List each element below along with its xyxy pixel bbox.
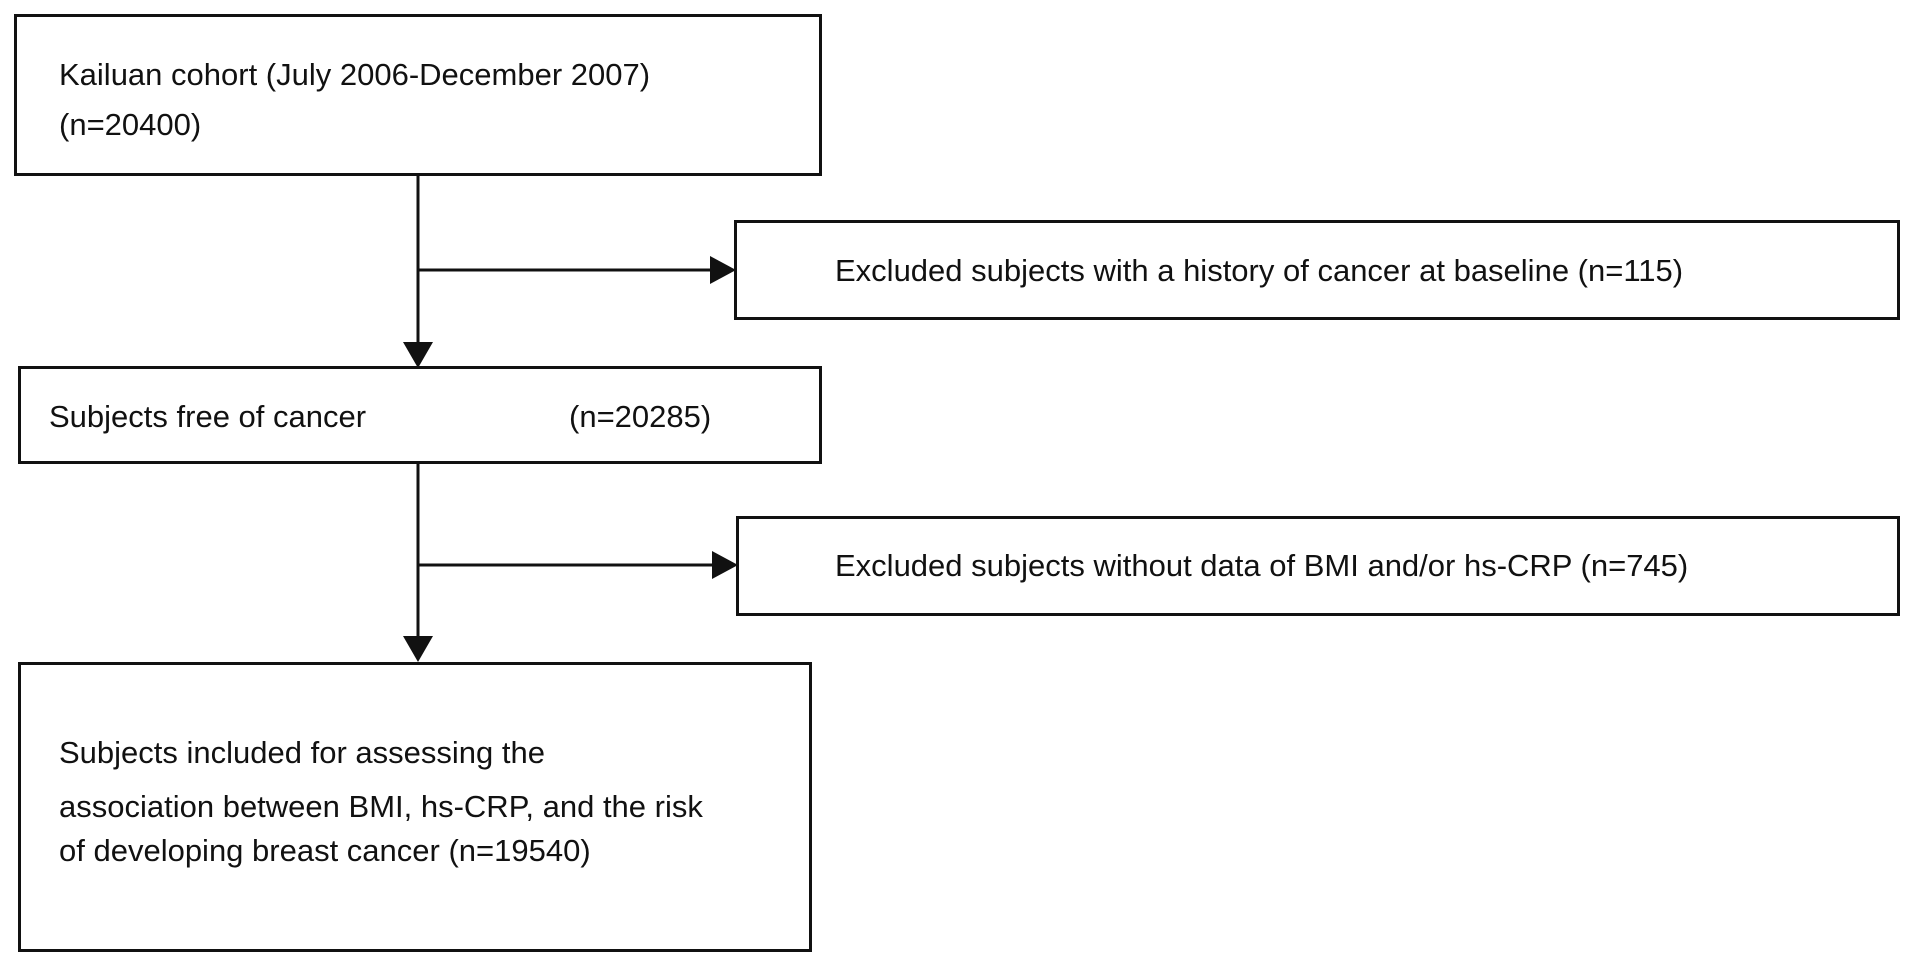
included-subjects-box: Subjects included for assessing the asso… <box>18 662 812 952</box>
included-line-2: association between BMI, hs-CRP, and the… <box>59 789 703 824</box>
included-line-1: Subjects included for assessing the <box>59 735 545 770</box>
arrowhead-down-2 <box>403 636 433 662</box>
cancer-free-label: Subjects free of cancer <box>49 399 367 434</box>
arrowhead-down-1 <box>403 342 433 368</box>
exclusion-history-of-cancer-text: Excluded subjects with a history of canc… <box>835 253 1684 288</box>
exclusion-history-of-cancer-box: Excluded subjects with a history of canc… <box>734 220 1900 320</box>
exclusion-missing-data-box: Excluded subjects without data of BMI an… <box>736 516 1900 616</box>
arrowhead-right-1 <box>710 256 736 284</box>
cancer-free-count: (n=20285) <box>569 399 712 434</box>
cancer-free-box: Subjects free of cancer (n=20285) <box>18 366 822 464</box>
arrowhead-right-2 <box>712 551 738 579</box>
exclusion-missing-data-text: Excluded subjects without data of BMI an… <box>835 548 1689 583</box>
included-line-3: of developing breast cancer (n=19540) <box>59 833 591 868</box>
cohort-box: Kailuan cohort (July 2006-December 2007)… <box>14 14 822 176</box>
cohort-count: (n=20400) <box>59 107 202 142</box>
cohort-title: Kailuan cohort (July 2006-December 2007) <box>59 57 651 92</box>
